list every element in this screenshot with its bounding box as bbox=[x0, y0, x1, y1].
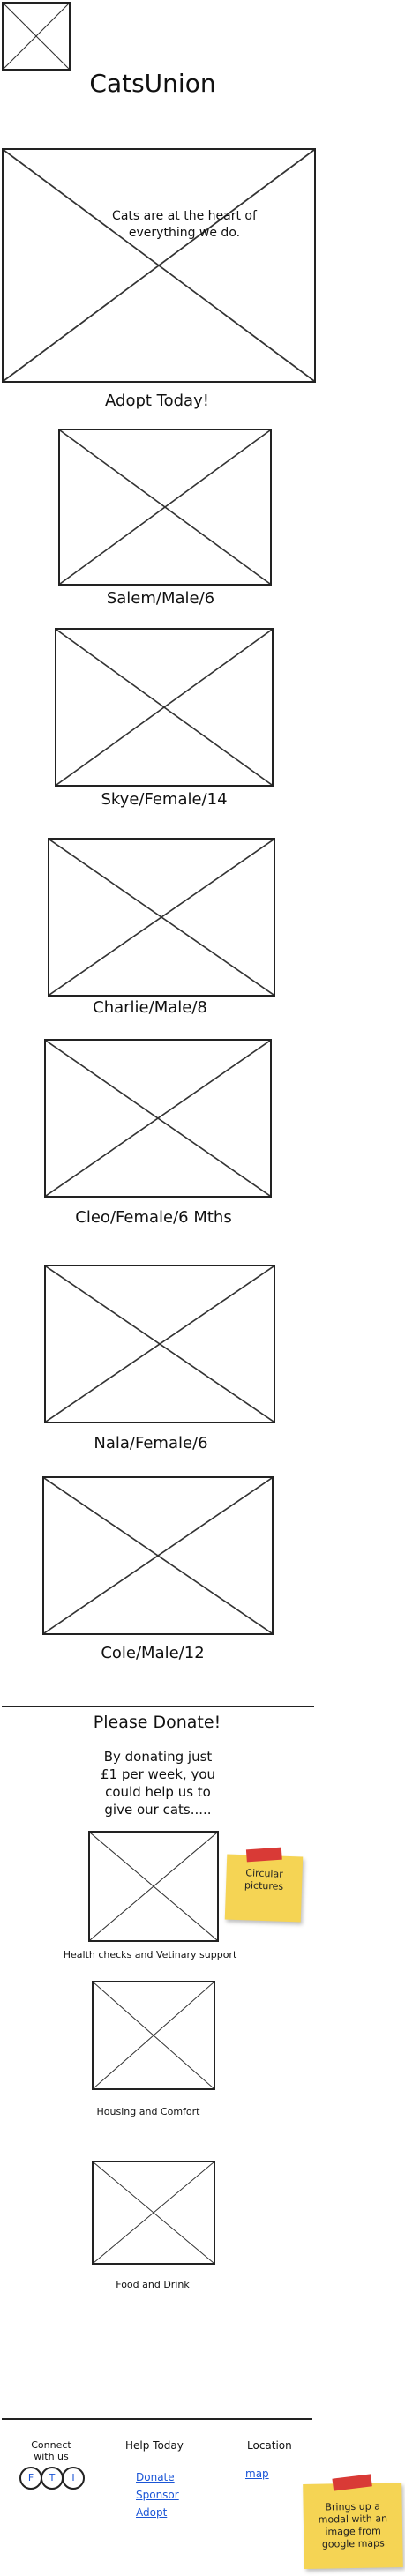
donate-item-label: Health checks and Vetinary support bbox=[63, 1949, 237, 1960]
twitter-icon[interactable]: T bbox=[41, 2467, 64, 2490]
logo-image[interactable] bbox=[2, 2, 71, 71]
instagram-icon[interactable]: I bbox=[62, 2467, 85, 2490]
donate-item-image bbox=[88, 1831, 219, 1942]
placeholder-cross-icon bbox=[94, 2162, 214, 2263]
placeholder-cross-icon bbox=[46, 1041, 270, 1196]
cat-image[interactable] bbox=[42, 1476, 274, 1635]
annotation-note-text: Circular pictures bbox=[244, 1867, 284, 1893]
help-heading: Help Today bbox=[125, 2439, 184, 2452]
connect-heading: Connect with us bbox=[31, 2439, 71, 2462]
placeholder-cross-icon bbox=[4, 4, 69, 69]
sponsor-link[interactable]: Sponsor bbox=[136, 2489, 179, 2501]
cat-image[interactable] bbox=[44, 1039, 272, 1198]
cat-label: Cole/Male/12 bbox=[101, 1644, 205, 1662]
cat-image[interactable] bbox=[48, 838, 275, 997]
placeholder-cross-icon bbox=[44, 1478, 272, 1633]
donate-item-label: Housing and Comfort bbox=[96, 2106, 200, 2117]
placeholder-cross-icon bbox=[46, 1266, 274, 1422]
annotation-note: Brings up a modal with an image from goo… bbox=[303, 2474, 403, 2569]
tape-decoration bbox=[245, 1847, 282, 1863]
hero-image: Cats are at the heart of everything we d… bbox=[2, 148, 316, 383]
cat-image[interactable] bbox=[44, 1265, 275, 1423]
adopt-link[interactable]: Adopt bbox=[136, 2506, 168, 2519]
location-heading: Location bbox=[247, 2439, 292, 2452]
cat-image[interactable] bbox=[58, 429, 272, 586]
donate-item-label: Food and Drink bbox=[116, 2279, 190, 2290]
cat-image[interactable] bbox=[55, 628, 274, 787]
site-title: CatsUnion bbox=[89, 69, 216, 98]
donate-item-image bbox=[92, 2161, 215, 2265]
map-link[interactable]: map bbox=[245, 2468, 269, 2480]
donate-item-image bbox=[92, 1981, 215, 2090]
placeholder-cross-icon bbox=[90, 1833, 217, 1940]
placeholder-cross-icon bbox=[94, 1982, 214, 2088]
annotation-note: Circular pictures bbox=[224, 1847, 304, 1923]
footer-divider bbox=[2, 2418, 312, 2420]
cat-label: Charlie/Male/8 bbox=[93, 998, 207, 1017]
cat-label: Cleo/Female/6 Mths bbox=[75, 1208, 232, 1227]
facebook-icon[interactable]: F bbox=[19, 2467, 42, 2490]
cat-label: Skye/Female/14 bbox=[101, 790, 228, 809]
placeholder-cross-icon bbox=[4, 150, 314, 381]
cat-label: Nala/Female/6 bbox=[94, 1434, 208, 1452]
donate-text: By donating just £1 per week, you could … bbox=[100, 1749, 216, 1818]
adopt-heading: Adopt Today! bbox=[105, 392, 209, 410]
section-divider bbox=[2, 1706, 314, 1707]
donate-link[interactable]: Donate bbox=[136, 2471, 175, 2483]
tape-decoration bbox=[332, 2474, 372, 2491]
hero-tagline: Cats are at the heart of everything we d… bbox=[112, 209, 257, 240]
cat-label: Salem/Male/6 bbox=[106, 589, 215, 608]
placeholder-cross-icon bbox=[56, 630, 272, 785]
donate-heading: Please Donate! bbox=[93, 1713, 221, 1732]
annotation-note-text: Brings up a modal with an image from goo… bbox=[318, 2500, 388, 2550]
placeholder-cross-icon bbox=[60, 430, 270, 584]
placeholder-cross-icon bbox=[49, 840, 274, 995]
